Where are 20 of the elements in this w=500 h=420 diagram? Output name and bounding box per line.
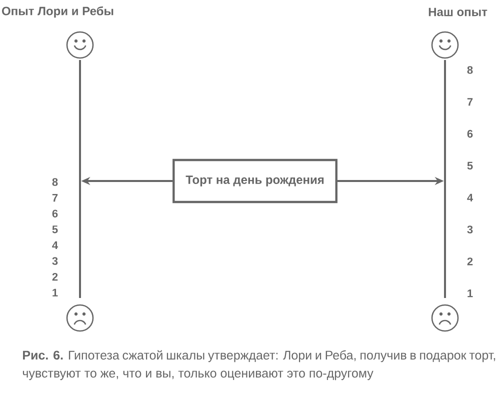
scale-number: 6 — [52, 210, 58, 218]
scale-title: Опыт Лори и Ребы — [2, 6, 114, 18]
scale-number: 5 — [52, 226, 58, 234]
scale-number: 3 — [52, 257, 58, 265]
scale-title: Наш опыт — [428, 8, 488, 16]
scale-number: 2 — [467, 258, 473, 266]
scale-number: 4 — [52, 241, 58, 249]
scale-number: 2 — [52, 272, 58, 281]
scale-number: 1 — [52, 288, 58, 296]
scale-number: 8 — [52, 178, 58, 186]
scale-number: 7 — [52, 194, 58, 202]
scale-number: 3 — [467, 226, 473, 234]
scale-number: 8 — [467, 66, 473, 74]
scale-number: 7 — [467, 98, 473, 106]
text-box: Торт на день рождения — [172, 158, 338, 204]
scale-number: 5 — [467, 162, 473, 170]
caption: Рис. 6. Гипотеза сжатой шкалы утверждает: Лори и Реба, получив в подарок торт, чувствуют то же, что и вы, только оценивают это по-другому — [22, 350, 496, 380]
scale-number: 4 — [467, 194, 473, 202]
scale-number: 6 — [467, 130, 473, 138]
scale-number: 1 — [468, 290, 473, 298]
